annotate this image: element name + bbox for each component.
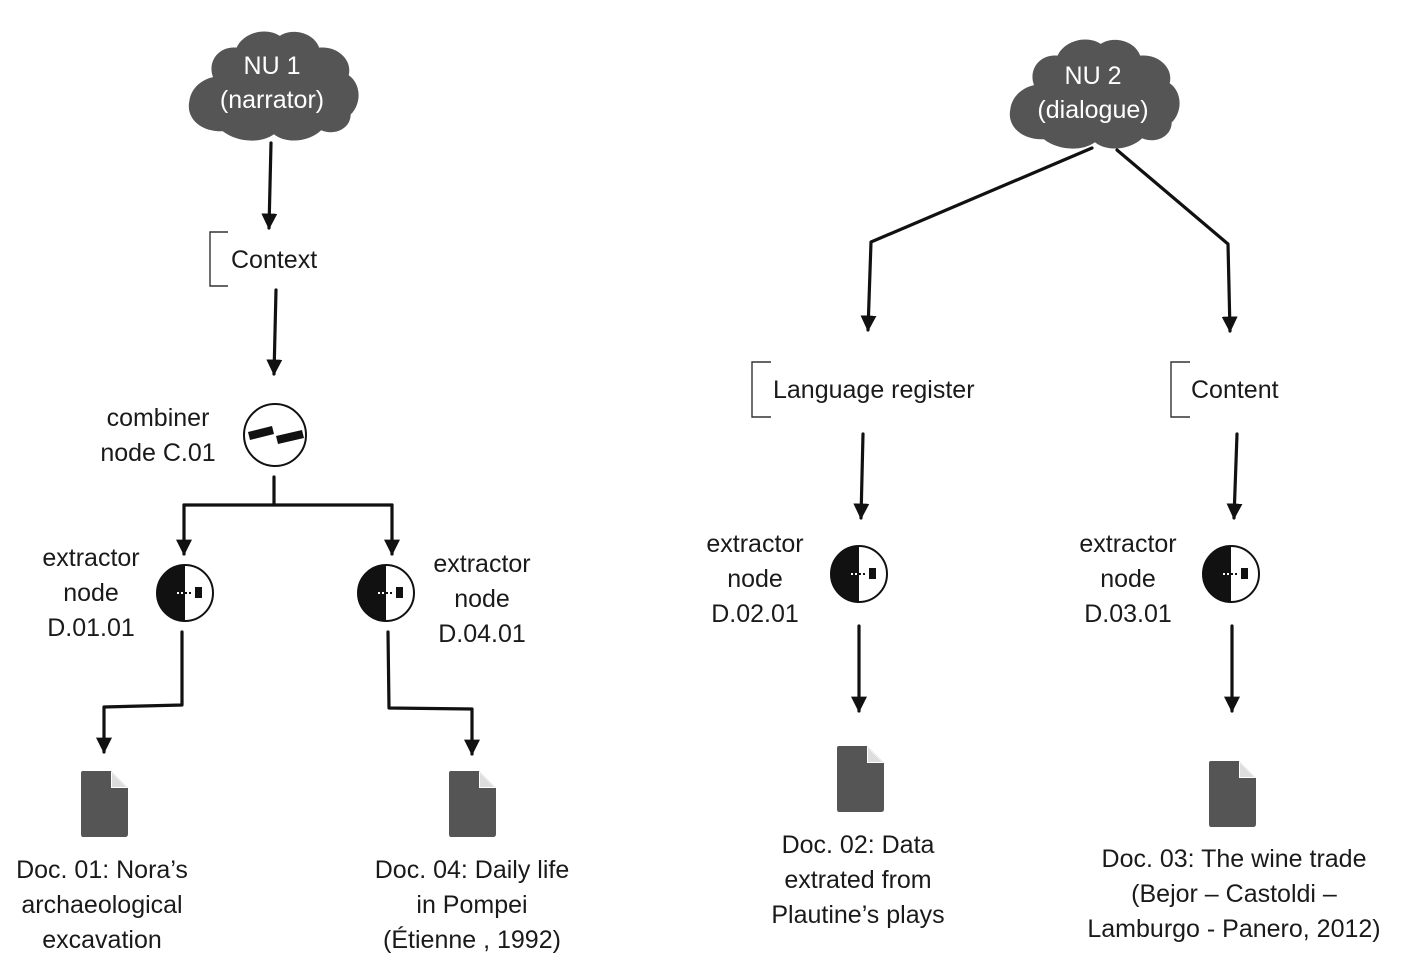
combiner-label-line2: node C.01 <box>100 439 215 467</box>
edge-nu2-language-register <box>860 146 1094 332</box>
d0401-label-line2: node <box>454 585 510 613</box>
extractor-node-d0101: extractor node D.01.01 <box>42 544 214 642</box>
doc01-title-line1: Doc. 01: Nora’s <box>16 856 188 884</box>
doc02-title-line1: Doc. 02: Data <box>782 831 935 859</box>
document-icon <box>837 746 884 812</box>
document-icon <box>1209 761 1256 827</box>
content-label-group: Content <box>1170 361 1279 418</box>
d0201-label-line1: extractor <box>706 530 803 558</box>
edge-nu2-content <box>1115 148 1238 333</box>
nu2-subtitle: (dialogue) <box>1037 96 1148 124</box>
combiner-node: combiner node C.01 <box>100 403 307 467</box>
d0301-label-line2: node <box>1100 565 1156 593</box>
doc03-title-line2: (Bejor – Castoldi – <box>1131 880 1337 908</box>
context-bracket <box>209 231 228 287</box>
nu1-cloud: NU 1 (narrator) <box>188 31 359 141</box>
doc02: Doc. 02: Data extrated from Plautine’s p… <box>771 746 945 929</box>
doc02-title-line3: Plautine’s plays <box>771 901 944 929</box>
edge-nu1-context <box>261 141 278 230</box>
combiner-label-line1: combiner <box>107 404 210 432</box>
extractor-node-icon <box>156 564 214 622</box>
d0201-label-line2: node <box>727 565 783 593</box>
extractor-node-d0201: extractor node D.02.01 <box>706 530 888 628</box>
language-register-label: Language register <box>773 376 975 404</box>
d0101-label-line3: D.01.01 <box>47 614 135 642</box>
doc01-title-line2: archaeological <box>21 891 182 919</box>
doc01: Doc. 01: Nora’s archaeological excavatio… <box>16 771 188 954</box>
edge-d0101-doc01 <box>96 630 184 754</box>
extractor-node-icon <box>830 545 888 603</box>
doc01-title-line3: excavation <box>42 926 162 954</box>
extractor-node-d0301: extractor node D.03.01 <box>1079 530 1260 628</box>
doc04-title-line3: (Étienne , 1992) <box>383 925 561 954</box>
nu1-subtitle: (narrator) <box>220 86 324 114</box>
d0101-label-line1: extractor <box>42 544 139 572</box>
context-label: Context <box>231 246 317 274</box>
doc04-title-line2: in Pompei <box>416 891 527 919</box>
d0401-label-line3: D.04.01 <box>438 620 526 648</box>
doc03: Doc. 03: The wine trade (Bejor – Castold… <box>1087 761 1381 943</box>
cloud-icon <box>1009 39 1180 149</box>
extractor-node-d0401: extractor node D.04.01 <box>357 550 531 648</box>
language-register-label-group: Language register <box>751 361 975 418</box>
document-icon <box>449 771 496 837</box>
edge-language-register-d0201 <box>853 432 870 520</box>
doc03-title-line3: Lamburgo - Panero, 2012) <box>1087 915 1380 943</box>
edge-content-d0301 <box>1226 432 1243 520</box>
context-label-group: Context <box>209 231 317 287</box>
nu2-title: NU 2 <box>1065 62 1122 90</box>
language-register-bracket <box>751 361 771 418</box>
d0101-label-line2: node <box>63 579 119 607</box>
d0401-label-line1: extractor <box>433 550 530 578</box>
d0301-label-line3: D.03.01 <box>1084 600 1172 628</box>
doc03-title-line1: Doc. 03: The wine trade <box>1102 845 1367 873</box>
content-bracket <box>1170 361 1190 418</box>
d0201-label-line3: D.02.01 <box>711 600 799 628</box>
doc04: Doc. 04: Daily life in Pompei (Étienne ,… <box>375 771 570 954</box>
edge-d0401-doc04 <box>386 630 480 756</box>
content-label: Content <box>1191 376 1279 404</box>
doc04-title-line1: Doc. 04: Daily life <box>375 856 570 884</box>
extractor-node-icon <box>1202 545 1260 603</box>
d0301-label-line1: extractor <box>1079 530 1176 558</box>
doc02-title-line2: extrated from <box>784 866 931 894</box>
nu2-cloud: NU 2 (dialogue) <box>1009 39 1180 149</box>
extractor-node-icon <box>357 564 415 622</box>
document-icon <box>81 771 128 837</box>
combiner-node-icon <box>243 403 307 467</box>
edge-combiner-split-left <box>182 475 276 507</box>
edge-context-combiner <box>266 288 283 376</box>
nu1-title: NU 1 <box>244 52 301 80</box>
